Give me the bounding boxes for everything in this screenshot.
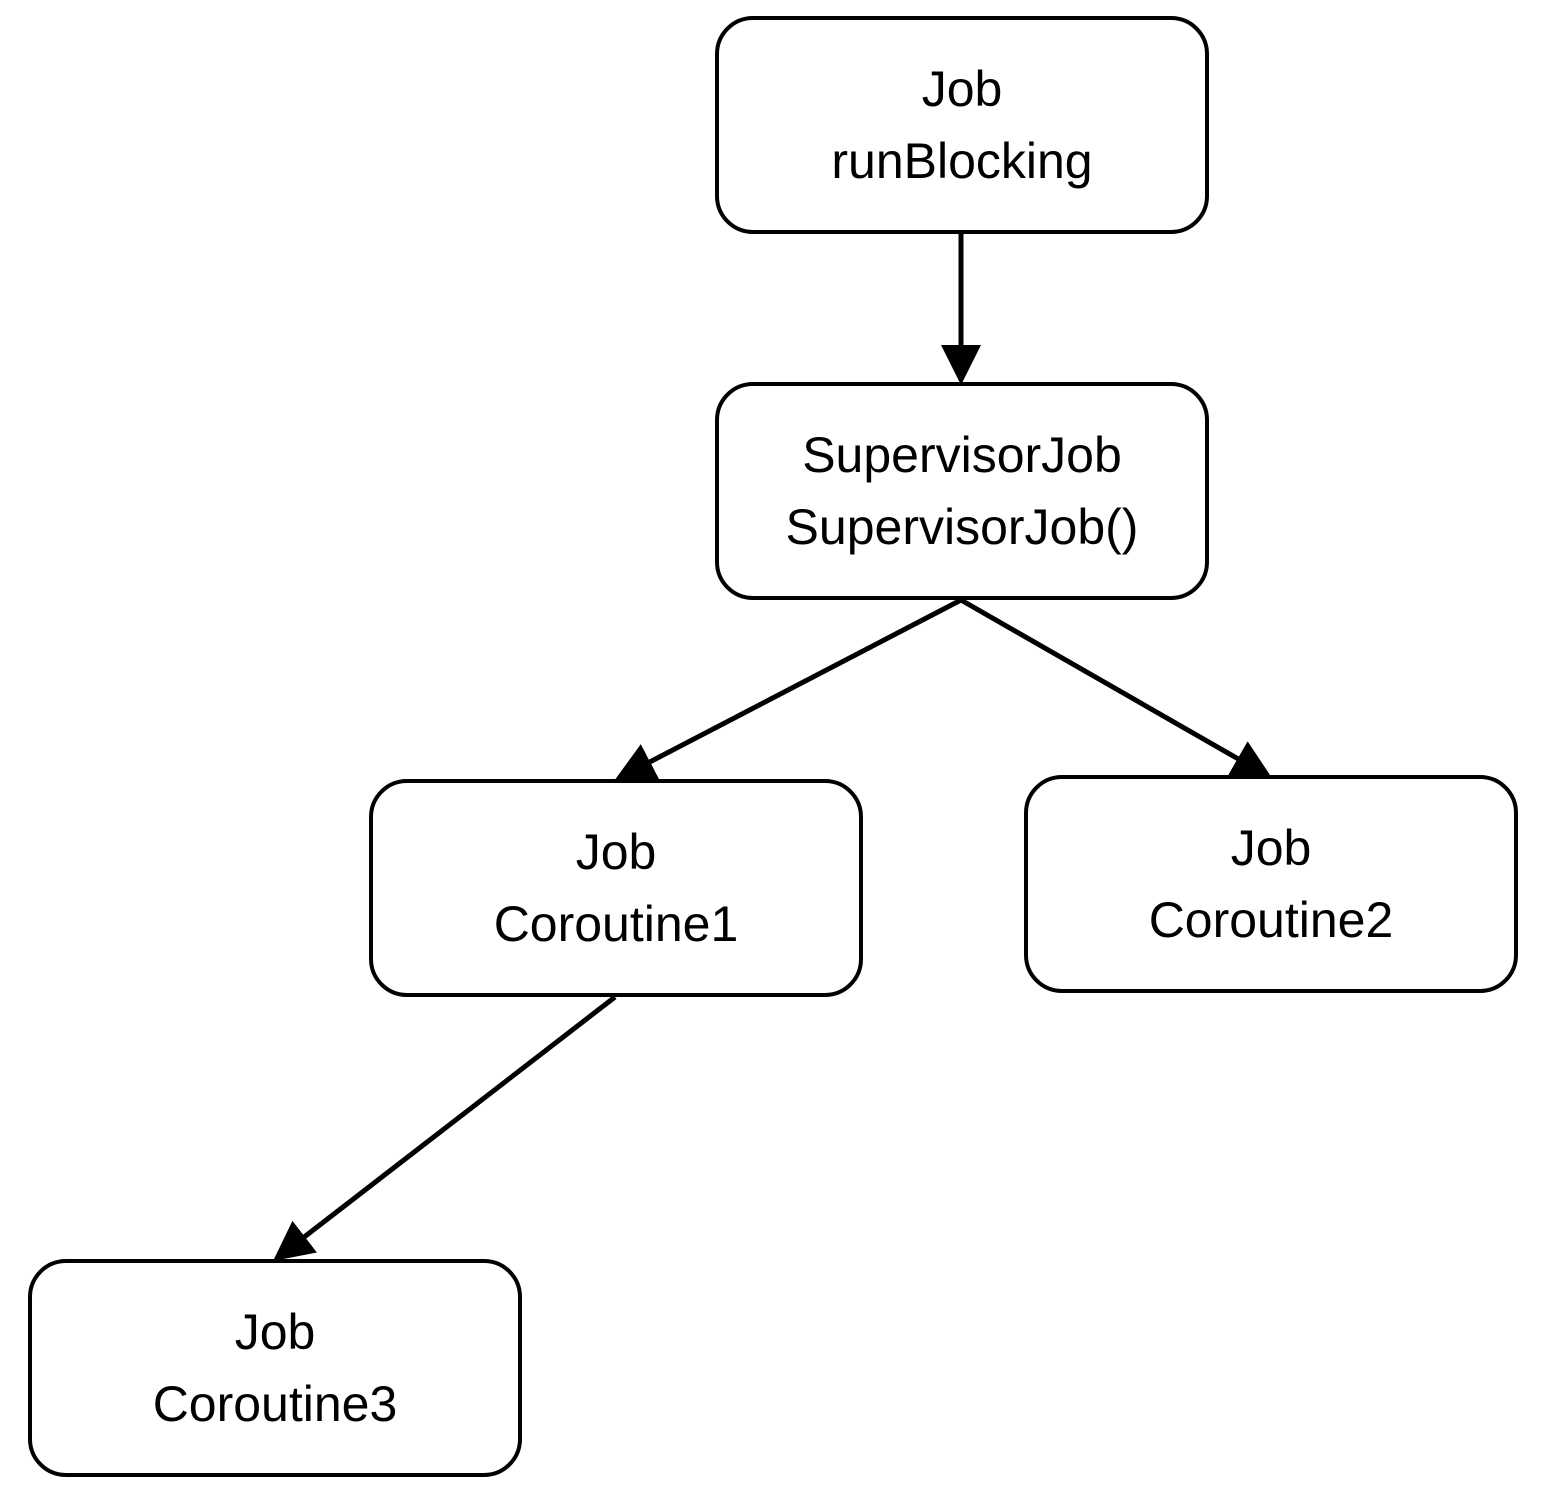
node-coroutine1-name-label: Coroutine1 bbox=[493, 896, 739, 952]
node-coroutine2-type-label: Job bbox=[1230, 820, 1312, 876]
node-coroutine1-type-label: Job bbox=[575, 824, 657, 880]
node-runblocking-job: Job runBlocking bbox=[715, 16, 1209, 234]
edge-supervisor-to-coroutine2 bbox=[959, 597, 1273, 779]
node-coroutine3-name-label: Coroutine3 bbox=[152, 1376, 398, 1432]
edge-coroutine1-to-coroutine3 bbox=[273, 995, 617, 1262]
node-coroutine2-job: Job Coroutine2 bbox=[1024, 775, 1518, 993]
node-coroutine2-name-label: Coroutine2 bbox=[1148, 892, 1394, 948]
node-runblocking-type-label: Job bbox=[921, 61, 1003, 117]
node-supervisor-type-label: SupervisorJob bbox=[802, 427, 1122, 483]
node-coroutine3-type-label: Job bbox=[234, 1304, 316, 1360]
node-supervisor-job: SupervisorJob SupervisorJob() bbox=[715, 382, 1209, 600]
node-coroutine1-job: Job Coroutine1 bbox=[369, 779, 863, 997]
node-coroutine3-job: Job Coroutine3 bbox=[28, 1259, 522, 1477]
edge-supervisor-to-coroutine1 bbox=[614, 597, 963, 781]
node-supervisor-name-label: SupervisorJob() bbox=[785, 499, 1139, 555]
node-runblocking-name-label: runBlocking bbox=[831, 133, 1093, 189]
